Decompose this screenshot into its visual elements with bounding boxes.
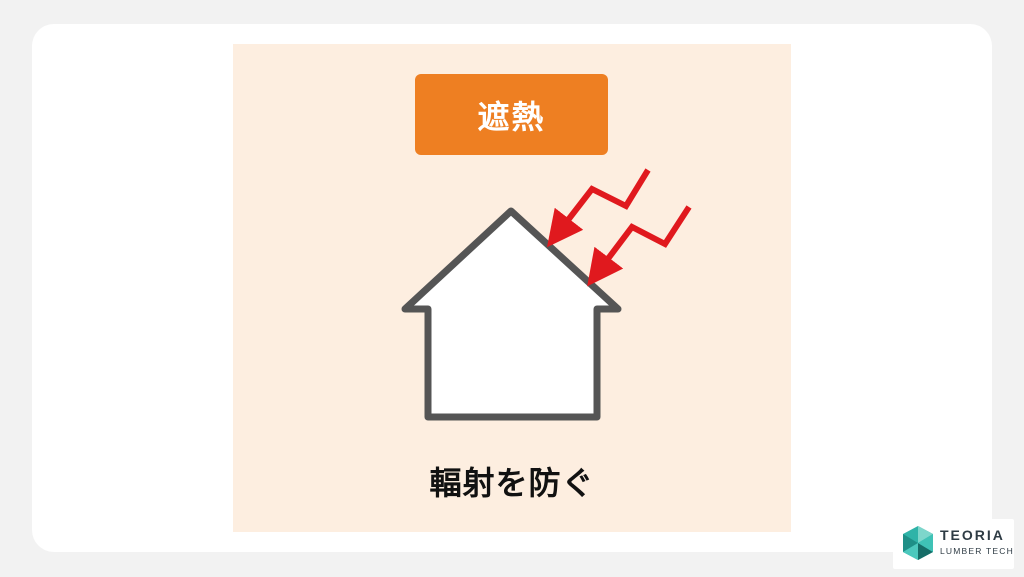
house-icon xyxy=(401,207,622,421)
teoria-logo: TEORIA LUMBER TECH xyxy=(893,519,1014,569)
title-text: 遮熱 xyxy=(477,97,546,136)
title-badge: 遮熱 xyxy=(415,74,608,155)
caption-text: 輻射を防ぐ xyxy=(429,464,595,502)
teoria-logo-mark-icon xyxy=(903,526,933,560)
heat-ray-arrow-icon xyxy=(587,205,692,287)
logo-name: TEORIA xyxy=(940,527,1005,543)
logo-subtitle: LUMBER TECH xyxy=(940,546,1014,556)
heat-ray-arrow-icon xyxy=(546,168,651,248)
